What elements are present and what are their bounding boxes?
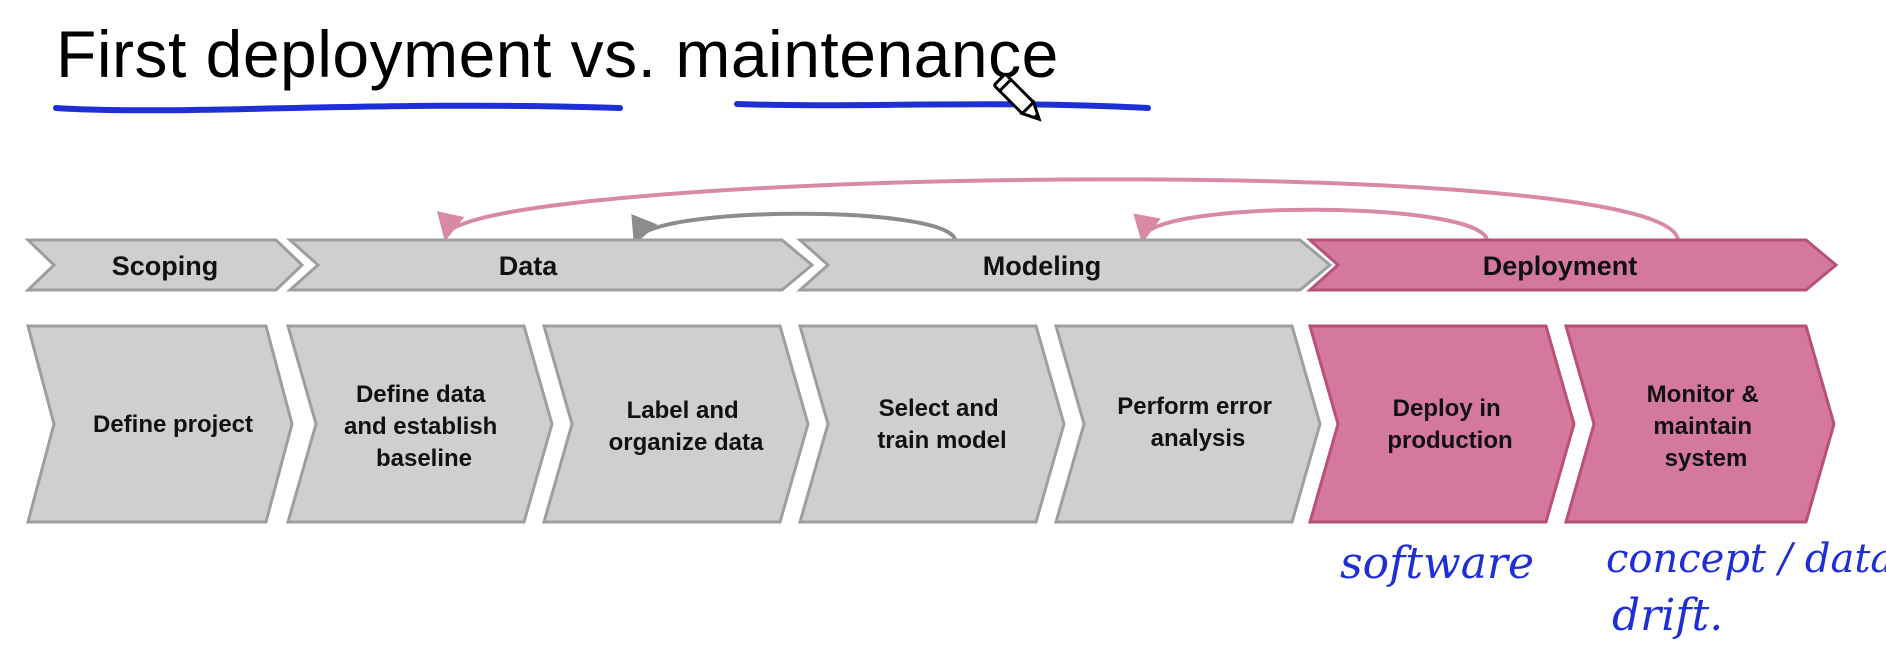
step-label-organize-data: Label and organize data bbox=[542, 324, 810, 524]
phase-label: Data bbox=[499, 251, 559, 281]
annotation-concept-data: concept / data bbox=[1606, 536, 1886, 582]
step-error-analysis: Perform error analysis bbox=[1054, 324, 1322, 524]
phase-scoping: Scoping bbox=[24, 238, 305, 292]
slide-title: First deployment vs. maintenance bbox=[56, 17, 1059, 91]
step-label: Label and organize data bbox=[609, 397, 764, 456]
step-select-train-model: Select and train model bbox=[798, 324, 1066, 524]
step-label: Define data and establish baseline bbox=[344, 381, 504, 472]
phase-data: Data bbox=[286, 238, 815, 292]
step-label: Monitor & maintain system bbox=[1647, 381, 1766, 472]
step-define-data: Define data and establish baseline bbox=[286, 324, 554, 524]
phase-modeling: Modeling bbox=[796, 238, 1333, 292]
step-label: Select and train model bbox=[877, 395, 1006, 454]
step-deploy-production: Deploy in production bbox=[1308, 324, 1576, 524]
feedback-arrow-monitor-to-data bbox=[437, 177, 1680, 242]
annotation-software: software bbox=[1340, 538, 1534, 589]
title-underline-right bbox=[734, 101, 1151, 111]
pencil-cursor-icon bbox=[993, 73, 1042, 122]
step-label: Deploy in production bbox=[1387, 395, 1512, 454]
step-define-project: Define project bbox=[26, 324, 294, 524]
title-underline-left bbox=[53, 102, 623, 114]
phase-label: Scoping bbox=[112, 251, 219, 281]
step-label: Perform error analysis bbox=[1117, 393, 1278, 452]
step-monitor-maintain: Monitor & maintain system bbox=[1564, 324, 1836, 524]
feedback-arrow-deploy-to-modeling bbox=[1133, 207, 1489, 244]
annotation-drift: drift. bbox=[1612, 590, 1723, 641]
step-label: Define project bbox=[93, 411, 253, 438]
feedback-arrow-modeling-to-data bbox=[631, 211, 957, 246]
phase-label: Modeling bbox=[983, 251, 1101, 281]
phase-deployment: Deployment bbox=[1306, 238, 1839, 292]
phase-label: Deployment bbox=[1483, 251, 1638, 281]
